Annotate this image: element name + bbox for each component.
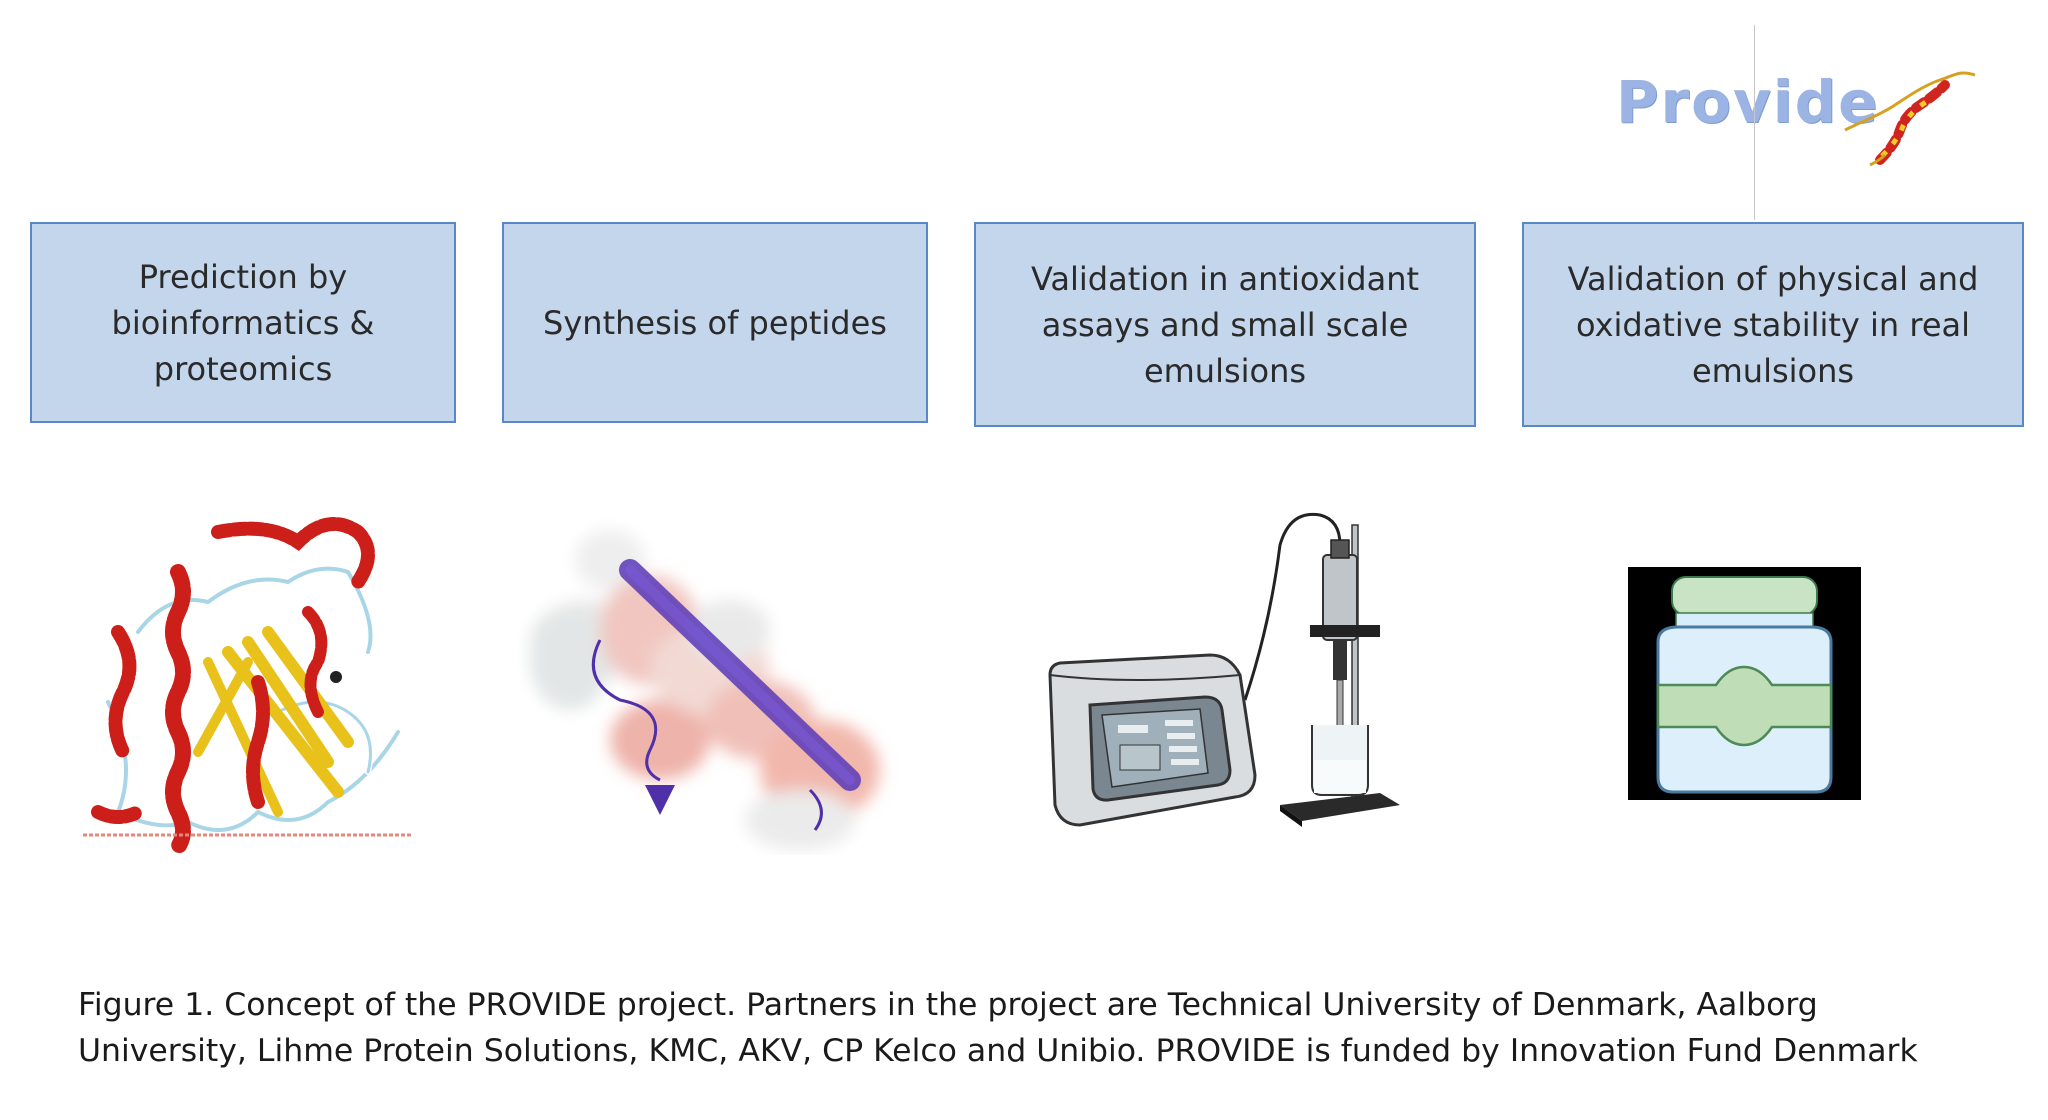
stage-synthesis-box: Synthesis of peptides <box>502 222 928 423</box>
stage-validation-emulsions-box: Validation of physical and oxidative sta… <box>1522 222 2024 427</box>
caption-line: Figure 1. Concept of the PROVIDE project… <box>78 987 1818 1023</box>
protein-structure-icon <box>78 512 438 857</box>
stage-label: Synthesis of peptides <box>543 303 887 342</box>
divider-line <box>1754 25 1755 220</box>
caption-line: University, Lihme Protein Solutions, KMC… <box>78 1033 1918 1069</box>
jar-icon <box>1628 567 1861 800</box>
figure-caption: Figure 1. Concept of the PROVIDE project… <box>78 982 2018 1074</box>
stage-validation-assays-box: Validation in antioxidant assays and sma… <box>974 222 1476 427</box>
logo-text: Provide <box>1616 68 1880 136</box>
helix-icon <box>1844 71 1976 167</box>
homogenizer-icon <box>1048 512 1400 827</box>
provide-logo: Provide <box>1600 60 1980 170</box>
stage-label: Prediction by bioinformatics & proteomic… <box>111 257 375 388</box>
stage-label: Validation in antioxidant assays and sma… <box>1030 259 1420 390</box>
stage-prediction-box: Prediction by bioinformatics & proteomic… <box>30 222 456 423</box>
stage-label: Validation of physical and oxidative sta… <box>1567 259 1979 390</box>
peptide-model-icon <box>530 530 880 850</box>
